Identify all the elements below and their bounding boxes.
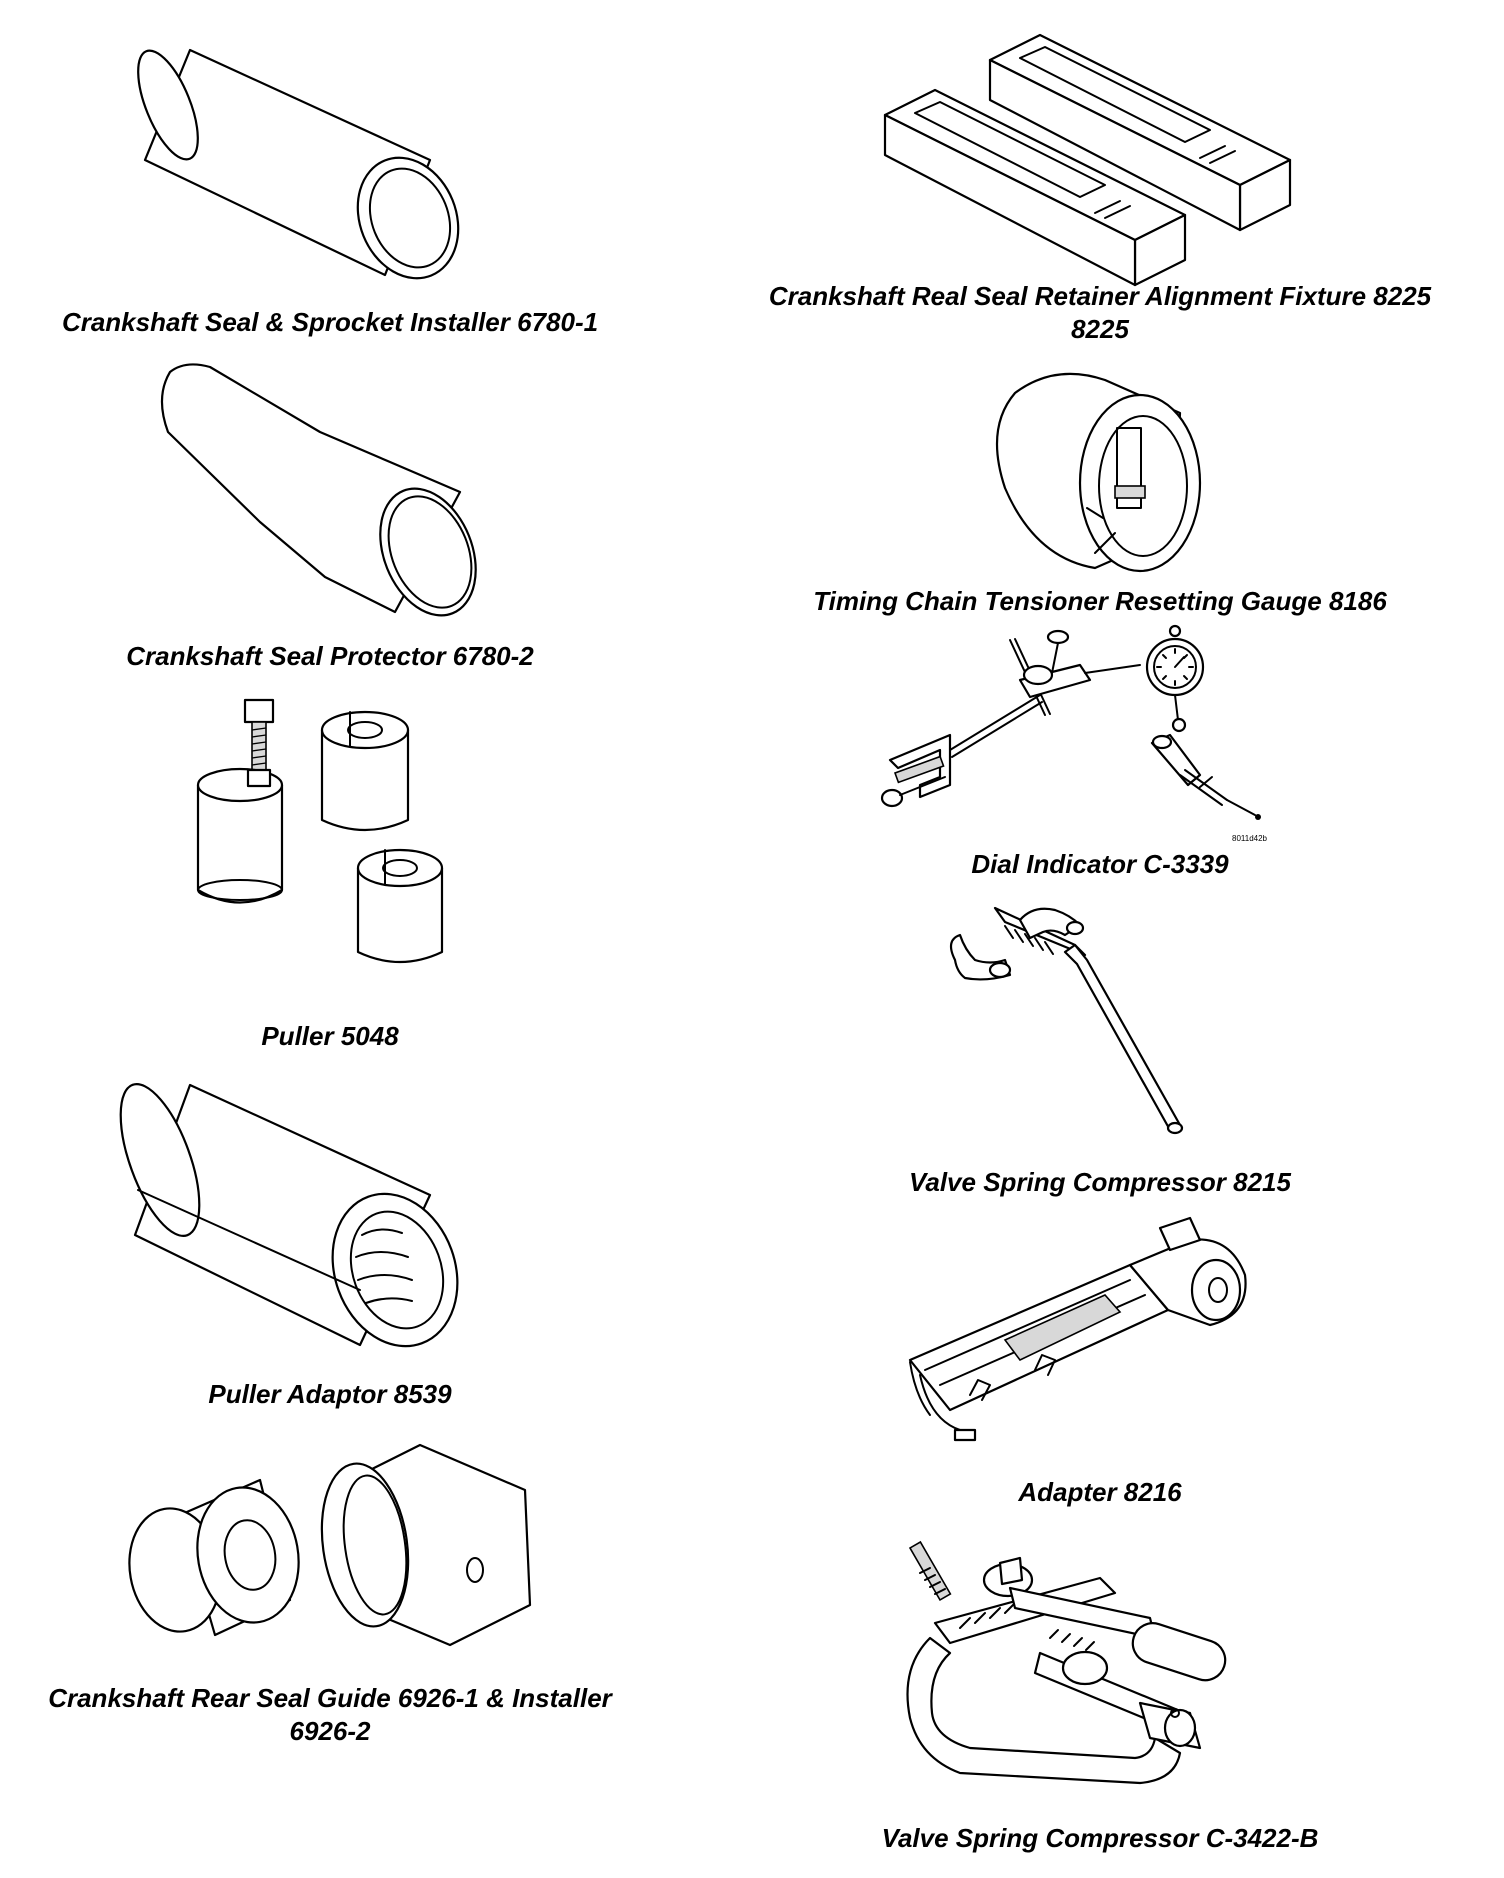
caption-rear-seal-guide: Crankshaft Rear Seal Guide 6926-1 & Inst… — [48, 1683, 612, 1713]
caption-seal-protector: Crankshaft Seal Protector 6780-2 — [126, 641, 534, 671]
caption-valve-spring-compressor-c3422b: Valve Spring Compressor C-3422-B — [881, 1823, 1319, 1853]
dial-indicator-illustration — [880, 624, 1261, 820]
puller-5048-illustration — [196, 698, 444, 964]
alignment-fixture-illustration — [883, 33, 1292, 287]
caption-alignment-fixture: Crankshaft Real Seal Retainer Alignment … — [768, 281, 1432, 311]
valve-spring-compressor-c3422b-illustration — [906, 1540, 1227, 1785]
valve-spring-compressor-8215-illustration — [949, 906, 1184, 1135]
caption-seal-sprocket-installer: Crankshaft Seal & Sprocket Installer 678… — [61, 307, 599, 337]
caption-alignment-fixture-line2: 8225 — [1071, 314, 1129, 344]
rear-seal-guide-installer-illustration — [128, 1443, 532, 1647]
caption-valve-spring-compressor-8215: Valve Spring Compressor 8215 — [909, 1167, 1291, 1197]
adapter-8216-illustration — [908, 1216, 1247, 1442]
seal-sprocket-installer-illustration — [137, 48, 460, 280]
caption-tensioner-gauge: Timing Chain Tensioner Resetting Gauge 8… — [813, 586, 1387, 616]
caption-puller-adaptor: Puller Adaptor 8539 — [208, 1379, 452, 1409]
caption-puller-5048: Puller 5048 — [261, 1021, 399, 1051]
caption-dial-indicator: Dial Indicator C-3339 — [971, 849, 1229, 879]
seal-protector-illustration — [160, 363, 477, 617]
puller-adaptor-illustration — [119, 1083, 459, 1348]
figure-code: 8011d42b — [1232, 834, 1267, 843]
caption-rear-seal-guide-line2: 6926-2 — [289, 1716, 371, 1746]
caption-adapter-8216: Adapter 8216 — [1018, 1477, 1182, 1507]
tensioner-gauge-illustration — [995, 372, 1202, 573]
